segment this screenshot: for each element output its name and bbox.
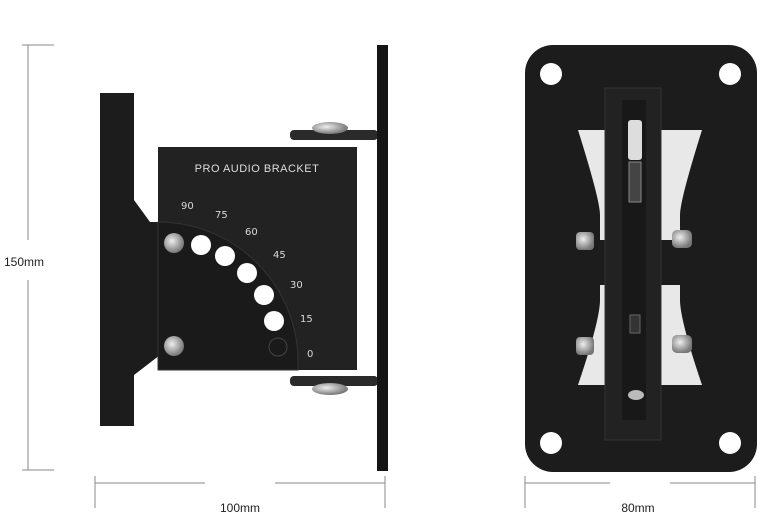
pivot-plate [157, 221, 299, 371]
screw-icon [164, 233, 184, 253]
plate-label: PRO AUDIO BRACKET [195, 163, 320, 175]
angle-60: 60 [245, 227, 258, 238]
side-view: PRO AUDIO BRACKET 90 75 60 45 30 15 0 [100, 45, 388, 471]
angle-scale: 90 75 60 45 30 15 0 [181, 201, 313, 360]
top-clamp [290, 130, 378, 140]
angle-90: 90 [181, 201, 194, 212]
width-dimension: 80mm [524, 476, 756, 515]
adjust-bolt [628, 120, 642, 160]
depth-label: 100mm [220, 501, 260, 515]
rear-bar [100, 93, 134, 426]
angle-15: 15 [300, 314, 313, 325]
angle-30: 30 [290, 280, 303, 291]
mounting-holes [540, 63, 741, 454]
wall-plate-edge [377, 45, 388, 471]
front-view [525, 45, 757, 472]
height-label: 150mm [4, 255, 44, 269]
bottom-clamp [290, 376, 378, 386]
angle-45: 45 [273, 250, 286, 261]
angle-75: 75 [215, 210, 228, 221]
angle-0: 0 [307, 349, 313, 360]
height-dimension: 150mm [4, 44, 54, 471]
depth-dimension: 100mm [94, 476, 386, 515]
angle-holes [191, 235, 288, 357]
width-label: 80mm [621, 501, 654, 515]
screw-icon [164, 336, 184, 356]
